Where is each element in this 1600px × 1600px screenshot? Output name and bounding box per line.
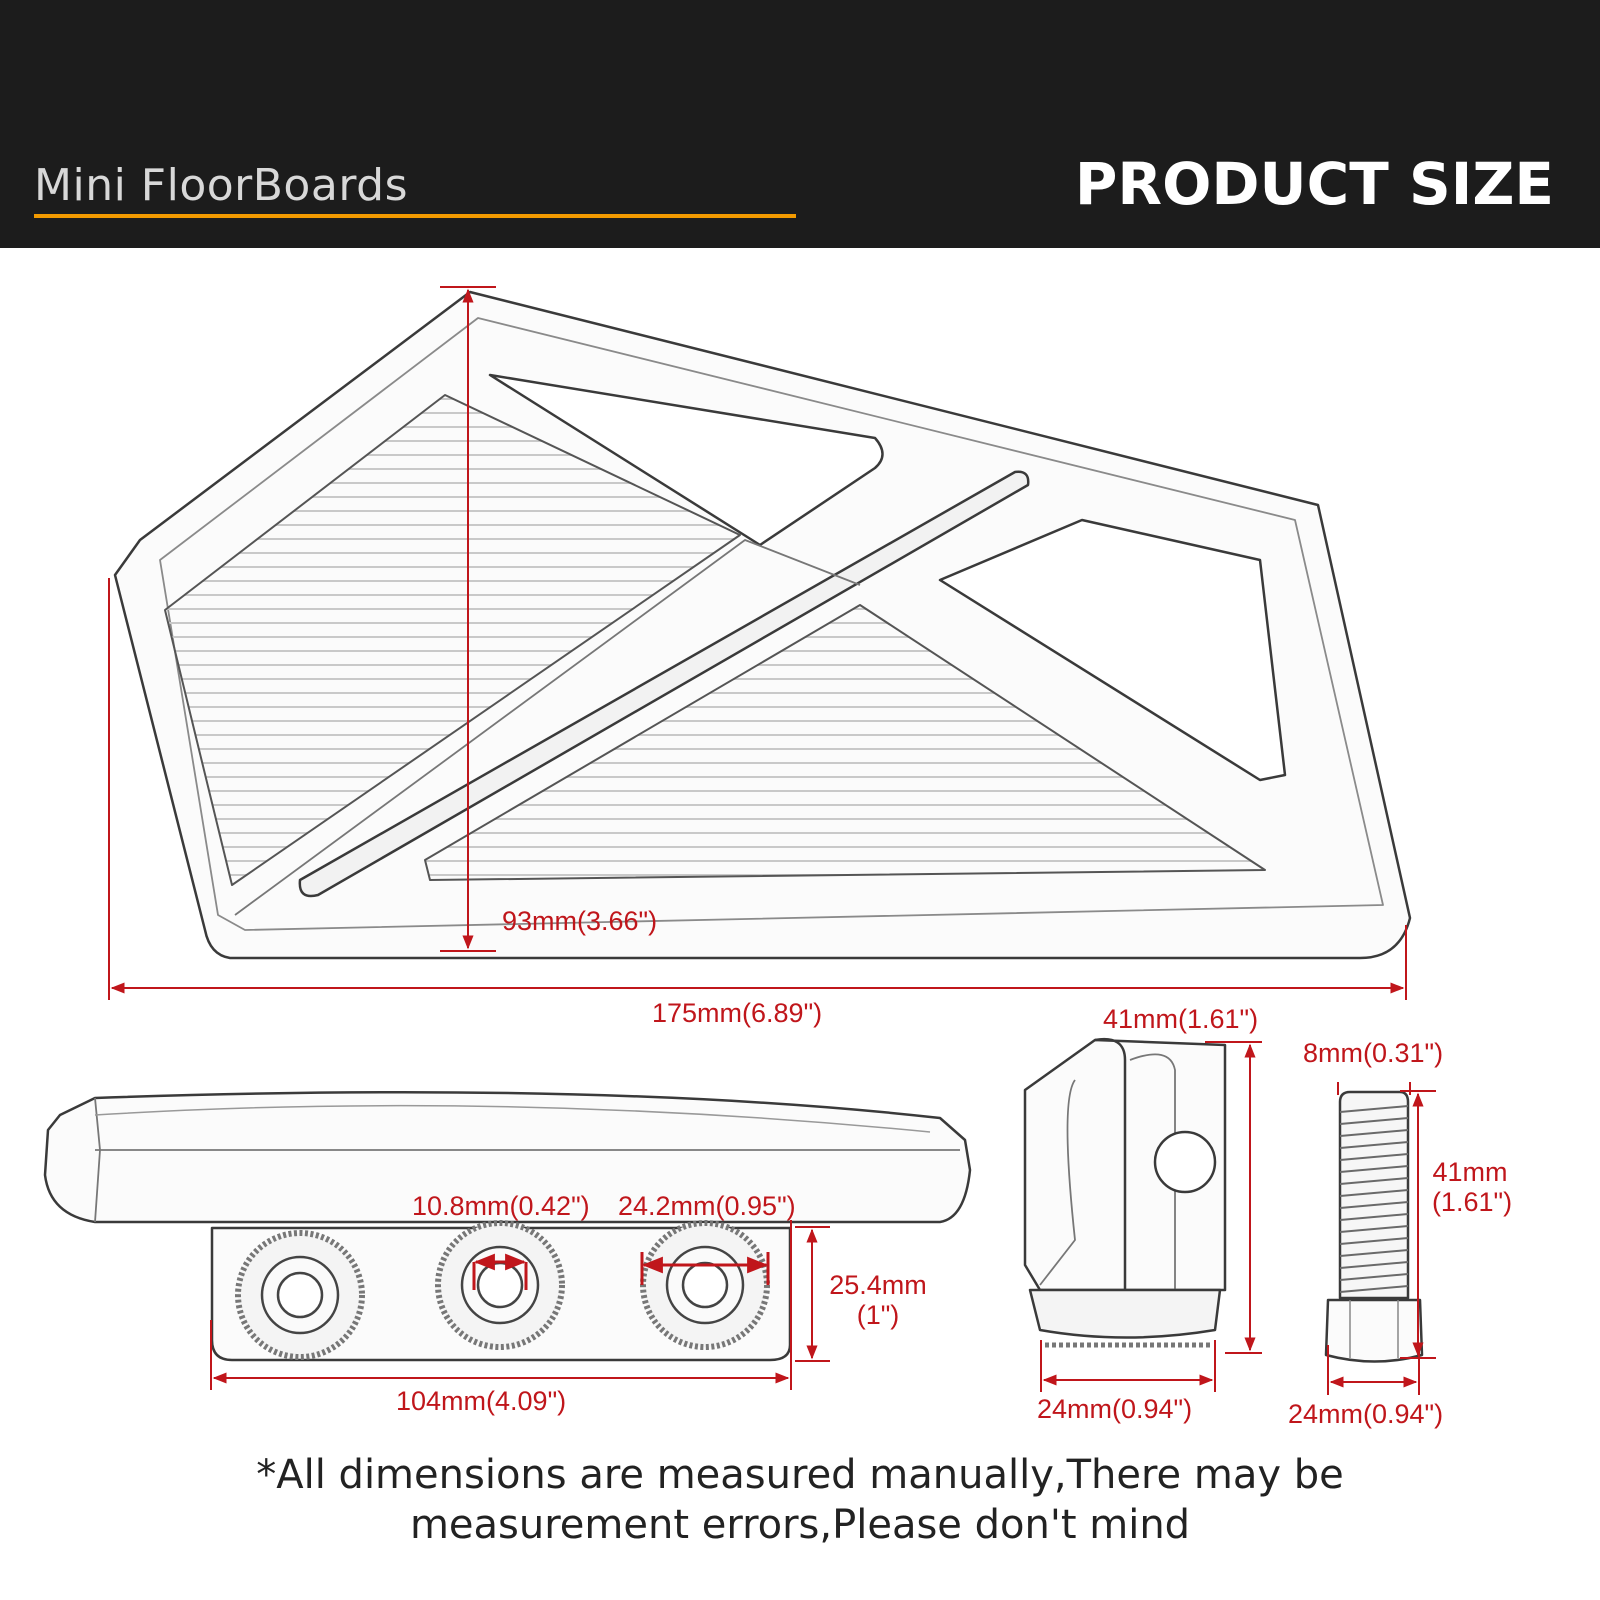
bolt bbox=[1324, 1090, 1424, 1363]
dimension-labels: 93mm(3.66") 175mm(6.89") 10.8mm(0.42") 2… bbox=[396, 906, 1512, 1429]
disclaimer-line-2: measurement errors,Please don't mind bbox=[409, 1502, 1191, 1548]
floorboard-side-view bbox=[43, 1090, 972, 1362]
disclaimer: *All dimensions are measured manually,Th… bbox=[0, 1450, 1600, 1550]
accent-underline bbox=[34, 214, 796, 218]
section-title: PRODUCT SIZE bbox=[1074, 150, 1554, 218]
floorboard-top-view bbox=[113, 290, 1412, 960]
mount-hole-1 bbox=[235, 1230, 365, 1360]
label-bolt-head: 24mm(0.94") bbox=[1288, 1399, 1443, 1429]
label-mount-height-in: (1") bbox=[857, 1300, 900, 1330]
label-bolt-length-mm: 41mm bbox=[1432, 1157, 1507, 1187]
dimension-lines bbox=[108, 286, 1436, 1395]
product-name: Mini FloorBoards bbox=[34, 160, 408, 211]
label-mount-height-mm: 25.4mm bbox=[829, 1270, 927, 1300]
label-clamp-height: 41mm(1.61") bbox=[1103, 1004, 1258, 1034]
label-clamp-base: 24mm(0.94") bbox=[1037, 1394, 1192, 1424]
header-bar: Mini FloorBoards PRODUCT SIZE bbox=[0, 0, 1600, 248]
clamp-block bbox=[1023, 1037, 1227, 1348]
label-mount-width: 104mm(4.09") bbox=[396, 1386, 566, 1416]
label-height: 93mm(3.66") bbox=[502, 906, 657, 936]
mount-hole-3 bbox=[640, 1220, 770, 1350]
label-hole-diameter: 10.8mm(0.42") bbox=[412, 1191, 590, 1221]
bolt-thread bbox=[1339, 1105, 1409, 1293]
label-washer-diameter: 24.2mm(0.95") bbox=[618, 1191, 796, 1221]
label-bolt-length-in: (1.61") bbox=[1432, 1187, 1512, 1217]
label-bolt-diameter: 8mm(0.31") bbox=[1303, 1038, 1443, 1068]
mount-hole-2 bbox=[435, 1220, 565, 1350]
label-length: 175mm(6.89") bbox=[652, 998, 822, 1028]
disclaimer-line-1: *All dimensions are measured manually,Th… bbox=[256, 1452, 1344, 1498]
